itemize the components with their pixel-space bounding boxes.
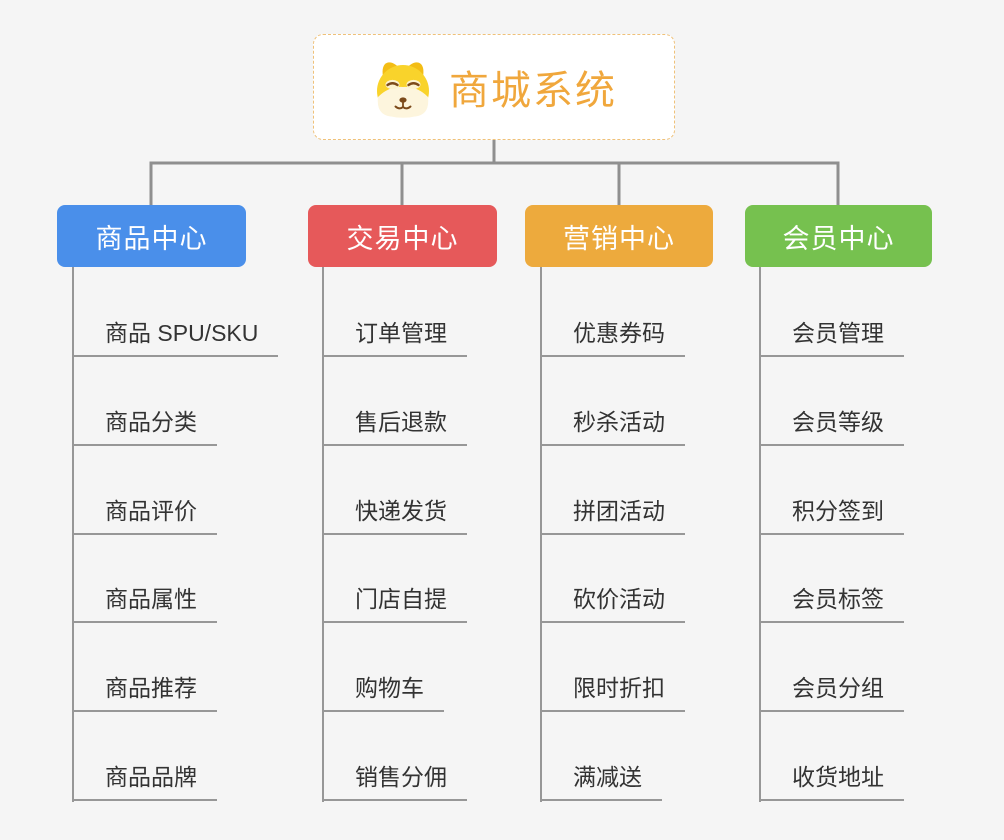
node-bargain-activity[interactable]: 砍价活动 bbox=[540, 585, 685, 623]
node-member-management[interactable]: 会员管理 bbox=[759, 319, 904, 357]
node-express-delivery[interactable]: 快递发货 bbox=[322, 497, 467, 535]
node-flash-sale[interactable]: 秒杀活动 bbox=[540, 408, 685, 446]
node-member-level[interactable]: 会员等级 bbox=[759, 408, 904, 446]
node-store-pickup[interactable]: 门店自提 bbox=[322, 585, 467, 623]
branch-marketing-center[interactable]: 营销中心 bbox=[525, 205, 713, 267]
node-aftersale-refund[interactable]: 售后退款 bbox=[322, 408, 467, 446]
branch-member-center[interactable]: 会员中心 bbox=[745, 205, 932, 267]
node-limited-time-discount[interactable]: 限时折扣 bbox=[540, 674, 685, 712]
node-product-spu-sku[interactable]: 商品 SPU/SKU bbox=[72, 319, 279, 357]
node-product-brand[interactable]: 商品品牌 bbox=[72, 763, 217, 801]
node-member-group[interactable]: 会员分组 bbox=[759, 674, 904, 712]
node-coupon-code[interactable]: 优惠券码 bbox=[540, 319, 685, 357]
branch-label: 交易中心 bbox=[346, 223, 459, 254]
node-product-review[interactable]: 商品评价 bbox=[72, 497, 217, 535]
root-node[interactable]: 商城系统 bbox=[313, 34, 675, 140]
node-points-checkin[interactable]: 积分签到 bbox=[759, 497, 904, 535]
node-sales-commission[interactable]: 销售分佣 bbox=[322, 763, 467, 801]
node-member-tag[interactable]: 会员标签 bbox=[759, 585, 904, 623]
node-shopping-cart[interactable]: 购物车 bbox=[322, 674, 444, 712]
node-product-category[interactable]: 商品分类 bbox=[72, 408, 217, 446]
root-title: 商城系统 bbox=[449, 69, 617, 113]
node-shipping-address[interactable]: 收货地址 bbox=[759, 763, 904, 801]
branch-label: 商品中心 bbox=[95, 223, 208, 254]
branch-label: 营销中心 bbox=[563, 223, 675, 254]
node-order-management[interactable]: 订单管理 bbox=[322, 319, 467, 357]
branch-label: 会员中心 bbox=[782, 223, 895, 254]
doge-icon bbox=[377, 62, 429, 118]
node-product-recommend[interactable]: 商品推荐 bbox=[72, 674, 217, 712]
node-product-attribute[interactable]: 商品属性 bbox=[72, 585, 217, 623]
node-full-reduction[interactable]: 满减送 bbox=[540, 763, 662, 801]
branch-product-center[interactable]: 商品中心 bbox=[57, 205, 246, 267]
branch-trade-center[interactable]: 交易中心 bbox=[308, 205, 497, 267]
node-group-buy[interactable]: 拼团活动 bbox=[540, 497, 685, 535]
